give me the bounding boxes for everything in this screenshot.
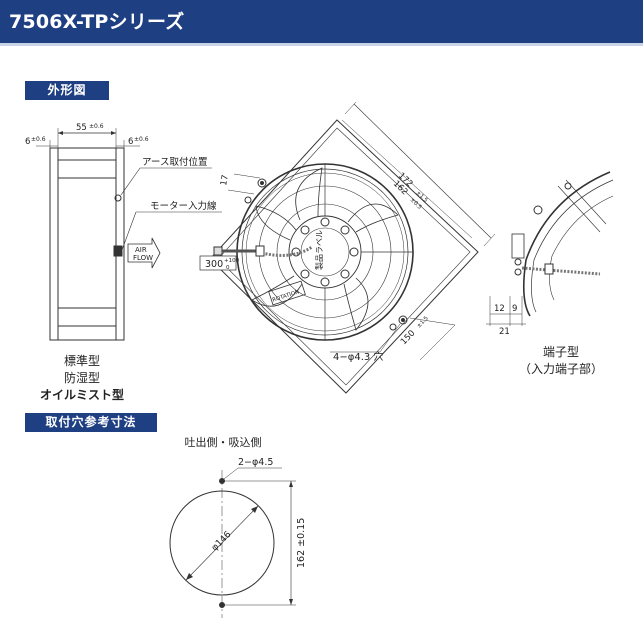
caption-terminal-part: （入力端子部） xyxy=(518,362,603,376)
airflow-label-1: AIR xyxy=(135,246,147,254)
side-dim-6-left: 6 xyxy=(25,137,30,147)
caption-terminal: 端子型 xyxy=(542,345,579,359)
terminal-dim-9: 9 xyxy=(512,304,517,314)
dim-lead-tol-minus: 0 xyxy=(226,265,230,271)
note-ground-position: アース取付位置 xyxy=(142,156,207,168)
terminal-dim-21: 21 xyxy=(499,327,510,337)
terminal-dim-12: 12 xyxy=(494,304,505,314)
hole-pitch: 162 ±0.15 xyxy=(296,518,307,568)
airflow-label-2: FLOW xyxy=(133,254,153,262)
section-label-outline: 外形図 xyxy=(25,81,109,100)
front-holes-spec: 4−φ4.3 穴 xyxy=(333,350,383,363)
side-dim-55: 55 xyxy=(76,123,87,133)
side-dim-55-tol: ±0.6 xyxy=(89,123,104,130)
terminal-view xyxy=(486,171,614,326)
side-dim-6-right-tol: ±0.6 xyxy=(134,136,149,143)
dim-150-tol: ±1.5 xyxy=(416,315,430,329)
side-dim-6-left-tol: ±0.6 xyxy=(31,136,46,143)
dim-lead-300: 300 xyxy=(205,259,223,270)
product-label-text: 製品ラベル xyxy=(314,230,324,270)
side-view xyxy=(36,128,222,341)
caption-hole-side: 吐出側・吸込側 xyxy=(184,436,262,449)
page-header: 7506X-TPシリーズ xyxy=(0,0,643,46)
caption-moisture-proof: 防湿型 xyxy=(63,371,100,385)
hole-view xyxy=(169,467,296,618)
dim-17: 17 xyxy=(219,174,231,186)
front-view xyxy=(199,101,496,394)
hole-spec: 2−φ4.5 xyxy=(238,457,273,468)
caption-terminal-type: 端子型 （入力端子部） xyxy=(506,344,616,378)
page-title: 7506X-TPシリーズ xyxy=(9,11,185,33)
caption-standard-types: 標準型 防湿型 オイルミスト型 xyxy=(40,353,124,404)
side-dim-6-right: 6 xyxy=(128,137,133,147)
note-motor-lead: モーター入力線 xyxy=(150,200,217,212)
caption-oil-mist: オイルミスト型 xyxy=(40,388,125,402)
dim-lead-tol-plus: +100 xyxy=(224,258,240,264)
dim-150: 150 xyxy=(399,328,417,347)
section-label-mounting-holes: 取付穴参考寸法 xyxy=(25,413,157,432)
caption-standard: 標準型 xyxy=(63,354,100,368)
